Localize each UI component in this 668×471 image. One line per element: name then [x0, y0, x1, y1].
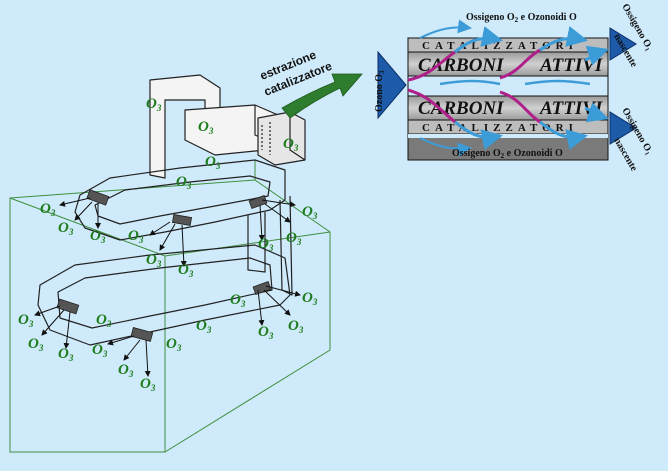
ozone-o3-label: O3	[96, 312, 112, 329]
ozone-o3-label: O3	[205, 154, 221, 171]
vent-grille	[249, 196, 267, 209]
vent-grille	[253, 282, 271, 295]
oxygen-output-top-label: Ossigeno O2 e Ozonoidi O	[466, 12, 577, 24]
ozone-o3-label: O3	[286, 230, 302, 247]
ozone-o3-label: O3	[288, 318, 304, 335]
ozone-o3-label: O3	[28, 336, 44, 353]
ozone-o3-label: O3	[40, 201, 56, 218]
ozone-o3-label: O3	[92, 342, 108, 359]
nascent-bottom-label-2: nascente	[611, 136, 639, 174]
ozone-o3-label: O3	[90, 228, 106, 245]
ozone-o3-label: O3	[176, 174, 192, 191]
ozone-o3-label: O3	[140, 376, 156, 393]
carbon-label-top-b: ATTIVI	[539, 55, 603, 76]
ozone-o3-label: O3	[166, 336, 182, 353]
ozone-o3-label: O3	[58, 220, 74, 237]
ozone-o3-label: O3	[230, 292, 246, 309]
oxygen-output-bottom-label: Ossigeno O2 e Ozonoidi O	[452, 148, 563, 160]
carbon-label-bottom-b: ATTIVI	[539, 98, 603, 119]
carbon-label-top-a: CARBONI	[418, 55, 504, 76]
duct-system	[38, 75, 305, 345]
vent-grille	[87, 190, 109, 205]
ozone-o3-label: O3	[302, 290, 318, 307]
vent-grilles	[57, 190, 271, 342]
ozone-o3-label: O3	[258, 236, 274, 253]
vent-grille	[131, 328, 153, 342]
vent-grille	[172, 214, 191, 225]
ozone-o3-label: O3	[196, 318, 212, 335]
ozone-o3-label: O3	[302, 204, 318, 221]
ozone-o3-label: O3	[58, 346, 74, 363]
ozone-o3-label: O3	[18, 312, 34, 329]
ozone-o3-label: O3	[118, 362, 134, 379]
ozone-o3-label: O3	[258, 324, 274, 341]
vent-grille	[57, 299, 79, 314]
ozone-o3-label: O3	[128, 228, 144, 245]
ozone-in-label: Ozono O3	[374, 70, 386, 112]
